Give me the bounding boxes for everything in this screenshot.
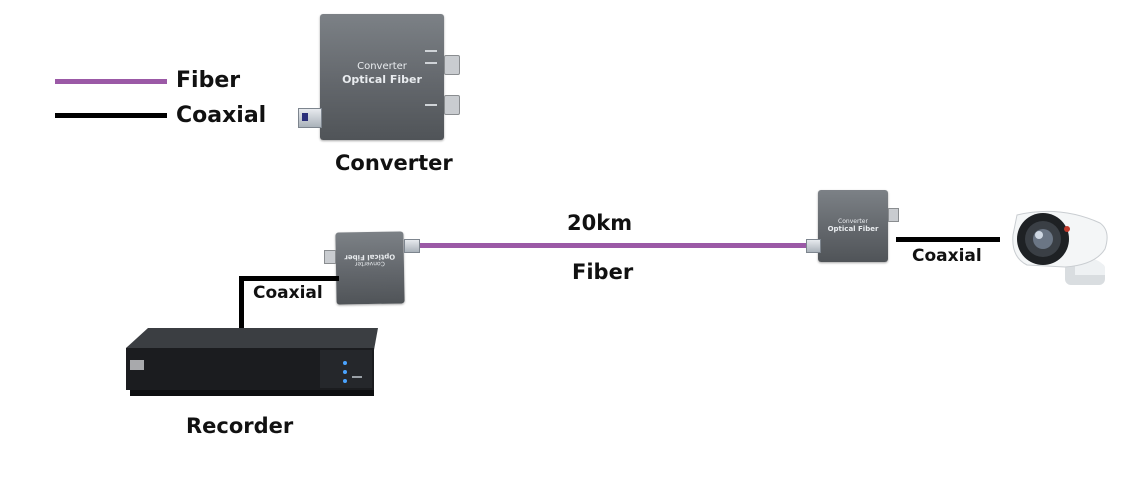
converter-right: Converter Optical Fiber: [818, 190, 888, 262]
converter-left-sfp: [404, 239, 420, 253]
converter-right-model-line: Optical Fiber: [827, 225, 879, 233]
recorder-icon: [126, 328, 378, 396]
converter-device-large: Converter Optical Fiber: [320, 14, 444, 140]
coax-left-line-horizontal: [239, 276, 339, 281]
coax-right-line: [896, 237, 1000, 242]
coax-left-label: Coaxial: [253, 283, 323, 303]
converter-left: Converter Optical Fiber: [335, 231, 405, 305]
legend-fiber-line: [55, 79, 167, 84]
converter-port-labels: [425, 50, 443, 114]
converter-left-connector: [324, 250, 336, 264]
legend-coaxial-label: Coaxial: [176, 103, 267, 128]
legend-coaxial-line: [55, 113, 167, 118]
coax-right-label: Coaxial: [912, 246, 982, 266]
distance-label: 20km: [567, 211, 633, 235]
converter-model-line: Optical Fiber: [342, 73, 422, 86]
legend-fiber-label: Fiber: [176, 68, 241, 93]
converter-sdi-connector-bottom: [444, 95, 460, 115]
camera-icon: [1012, 210, 1108, 285]
converter-right-connector: [888, 208, 899, 222]
converter-sdi-connector-top: [444, 55, 460, 75]
converter-left-model-line: Optical Fiber: [344, 252, 396, 262]
fiber-label: Fiber: [572, 260, 634, 284]
fiber-link-line: [420, 243, 812, 248]
converter-right-sfp: [806, 239, 821, 253]
converter-brand-line: Converter: [357, 61, 407, 72]
coax-left-line-vertical: [239, 276, 244, 328]
converter-sfp-module: [298, 108, 322, 128]
converter-right-brand-line: Converter: [838, 218, 868, 225]
converter-caption: Converter: [335, 151, 453, 175]
recorder-label: Recorder: [186, 414, 294, 438]
